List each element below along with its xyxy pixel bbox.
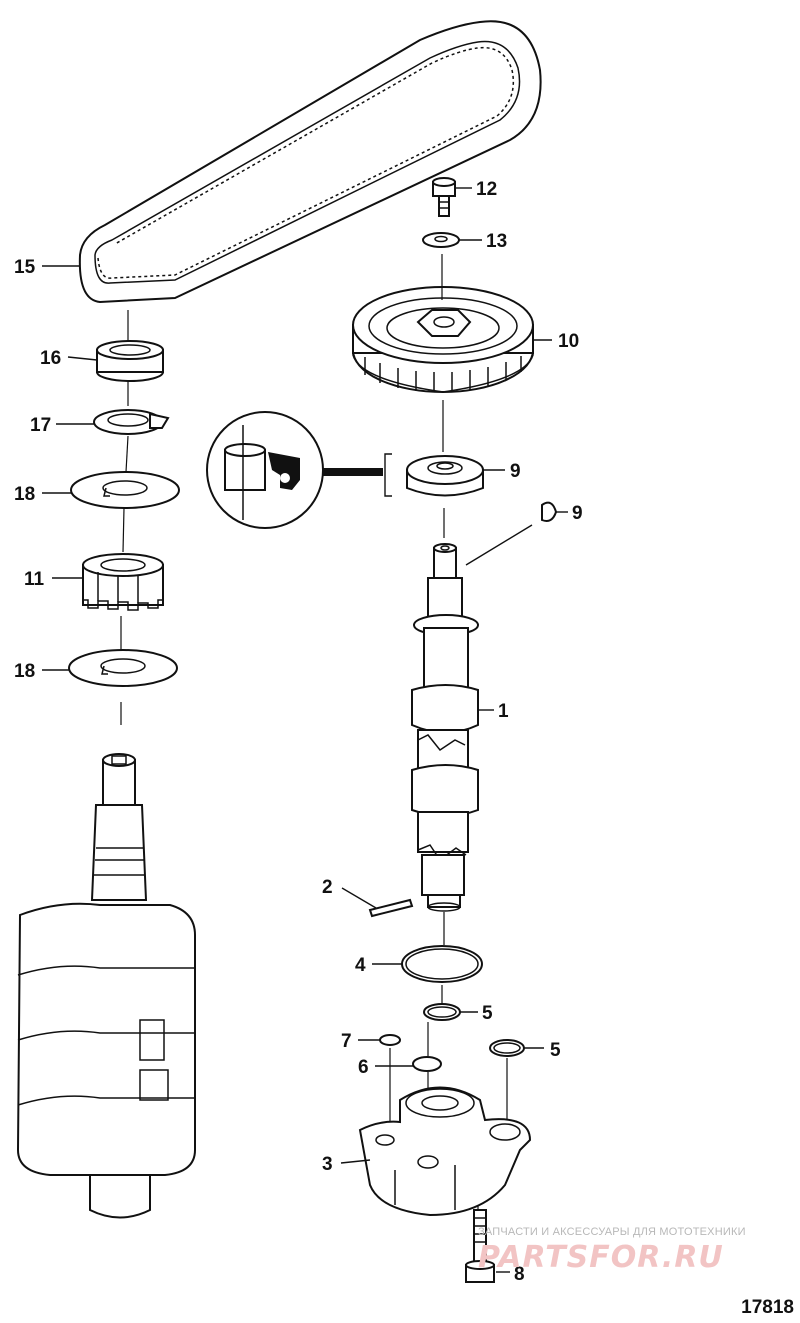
callout-13: 12	[476, 179, 497, 200]
callout-14: 13	[486, 231, 507, 252]
callout-labels: 15 16 17 18 11 18 12 13 10 9 9 1 2 4 5 5…	[14, 179, 583, 1285]
o-ring-large	[401, 945, 483, 983]
watermark-logo: PARTSFOR.RU	[478, 1240, 724, 1275]
callout-1: 1	[498, 701, 509, 722]
callout-10: 9	[510, 461, 521, 482]
camshaft	[411, 543, 479, 912]
crank-axis	[120, 310, 129, 725]
callout-6: 6	[358, 1057, 369, 1078]
callout-2: 2	[322, 877, 333, 898]
callout-3: 3	[322, 1154, 333, 1175]
timing-belt	[78, 20, 542, 304]
leader-lines	[42, 187, 568, 1273]
cam-seal	[406, 455, 484, 497]
callout-12: 10	[558, 331, 579, 352]
callout-11: 11	[24, 569, 45, 590]
cam-sprocket	[352, 286, 534, 393]
pump-bolt	[465, 1209, 495, 1283]
cam-bolt	[432, 177, 456, 217]
callout-4: 4	[355, 955, 366, 976]
lower-flange	[68, 649, 178, 687]
cam-washer	[422, 232, 460, 248]
o-ring-medium	[412, 1056, 442, 1072]
callout-17: 17	[30, 415, 51, 436]
lock-plate	[93, 409, 170, 435]
seal-detail-inset	[206, 411, 392, 529]
callout-9: 9	[572, 503, 583, 524]
dowel-pin	[368, 898, 414, 918]
woodruff-key	[541, 501, 558, 522]
callout-16: 16	[40, 348, 61, 369]
callout-7: 7	[341, 1031, 352, 1052]
callout-18-lower: 18	[14, 661, 35, 682]
upper-flange	[70, 471, 180, 509]
callout-5-upper: 5	[482, 1003, 493, 1024]
crank-nut	[96, 340, 164, 382]
crank-sprocket	[82, 553, 164, 611]
o-ring-tiny	[379, 1034, 401, 1046]
callout-15: 15	[14, 257, 36, 278]
callout-18-upper: 18	[14, 484, 35, 505]
cam-axis	[441, 254, 445, 538]
pump-housing	[358, 1086, 532, 1217]
watermark: ЗАПЧАСТИ И АКСЕССУАРЫ ДЛЯ МОТОТЕХНИКИ PA…	[478, 1226, 800, 1275]
crankshaft	[16, 753, 196, 1219]
o-ring-small-right	[489, 1039, 525, 1057]
figure-number: 17818	[741, 1297, 794, 1318]
o-ring-small-upper	[423, 1003, 461, 1021]
callout-5-right: 5	[550, 1040, 561, 1061]
callout-8: 8	[514, 1264, 525, 1285]
watermark-tagline: ЗАПЧАСТИ И АКСЕССУАРЫ ДЛЯ МОТОТЕХНИКИ	[478, 1226, 746, 1238]
